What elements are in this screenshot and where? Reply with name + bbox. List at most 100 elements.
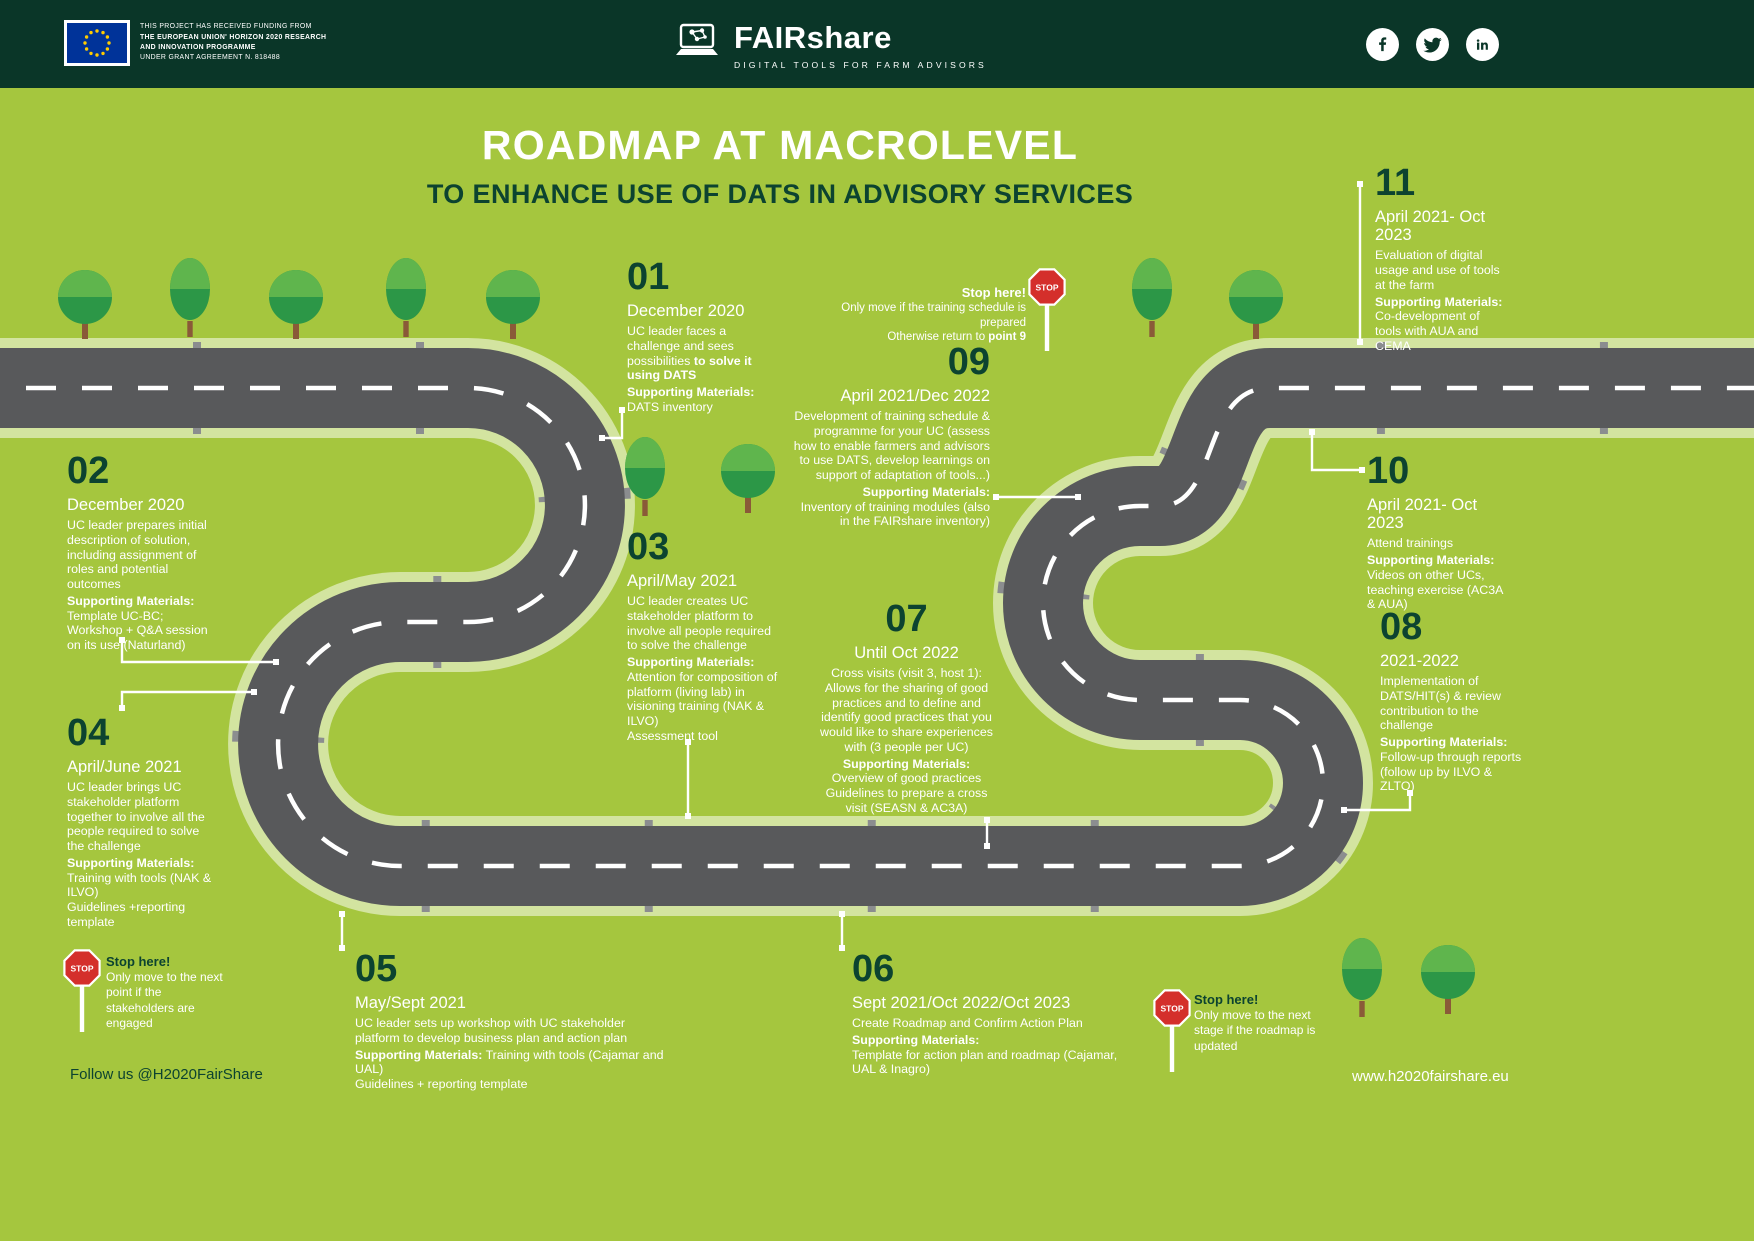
milestone-09-date: April 2021/Dec 2022 — [840, 387, 990, 405]
milestone-10-supporting: Supporting Materials:Videos on other UCs… — [1367, 553, 1503, 612]
tree — [58, 270, 112, 339]
page-title: ROADMAP AT MACROLEVEL — [481, 122, 1079, 168]
laptop-network-icon — [676, 23, 718, 55]
tree — [486, 270, 540, 339]
road-asphalt — [0, 348, 1754, 906]
social-links — [1366, 28, 1499, 61]
milestone-06: 06 Sept 2021/Oct 2022/Oct 2023 Create Ro… — [852, 950, 1132, 1079]
milestone-08-date: 2021-2022 — [1380, 652, 1459, 670]
connector-04 — [120, 690, 254, 708]
tree — [386, 258, 426, 337]
milestone-11-desc: Evaluation of digital usage and use of t… — [1375, 248, 1500, 292]
milestone-10: 10 April 2021- Oct 2023 Attend trainings… — [1367, 452, 1513, 614]
stop-note-stakeholders: Stop here! Only move to the next point i… — [106, 954, 230, 1031]
milestone-02: 02 December 2020 UC leader prepares init… — [67, 452, 219, 655]
milestone-01-number: 01 — [627, 256, 670, 298]
milestone-02-desc: UC leader prepares initial description o… — [67, 518, 207, 592]
milestone-03-number: 03 — [627, 526, 670, 568]
milestone-10-number: 10 — [1367, 450, 1410, 492]
connector-lines — [120, 184, 1412, 948]
tree — [269, 270, 323, 339]
fairshare-logo: FAIRshare DIGITAL TOOLS FOR FARM ADVISOR… — [672, 22, 987, 70]
milestone-09-supporting: Supporting Materials:Inventory of traini… — [800, 484, 990, 529]
eu-flag-icon — [64, 20, 130, 66]
tree — [170, 258, 210, 337]
stop-note-training-line1: Only move if the training schedule is pr… — [841, 302, 1026, 329]
milestone-03-date: April/May 2021 — [627, 572, 738, 590]
milestone-10-date: April 2021- Oct 2023 — [1367, 496, 1478, 533]
connector-01 — [602, 410, 624, 440]
milestone-06-date: Sept 2021/Oct 2022/Oct 2023 — [852, 994, 1071, 1012]
follow-us-text: Follow us @H2020FairShare — [70, 1066, 263, 1083]
milestone-08-desc: Implementation of DATS/HIT(s) & review c… — [1380, 674, 1501, 733]
stop-sign — [1153, 989, 1191, 1074]
milestone-04-date: April/June 2021 — [67, 758, 182, 776]
milestone-11-supporting: Supporting Materials: Co-development of … — [1375, 294, 1503, 353]
title-block: ROADMAP AT MACROLEVEL TO ENHANCE USE OF … — [255, 122, 1305, 210]
stop-note-training-line2: Otherwise return to point 9 — [887, 331, 1026, 344]
brand-tagline: DIGITAL TOOLS FOR FARM ADVISORS — [734, 60, 987, 70]
stop-sign — [63, 949, 101, 1034]
tree — [1229, 270, 1283, 339]
milestone-01-supporting: Supporting Materials:DATS inventory — [627, 385, 755, 414]
milestone-06-supporting: Supporting Materials:Template for action… — [852, 1032, 1118, 1077]
tree — [1342, 938, 1382, 1017]
twitter-icon[interactable] — [1416, 28, 1449, 61]
milestone-01-date: December 2020 — [627, 302, 745, 320]
milestone-09-desc: Development of training schedule & progr… — [793, 409, 990, 483]
milestone-02-supporting: Supporting Materials:Template UC-BC; Wor… — [67, 593, 208, 653]
milestone-03-supporting: Supporting Materials:Attention for compo… — [627, 655, 778, 743]
header-bar: This project has received funding from t… — [0, 0, 1754, 88]
page-subtitle: TO ENHANCE USE OF DATS IN ADVISORY SERVI… — [426, 179, 1134, 209]
stop-note-training: Stop here! Only move if the training sch… — [826, 285, 1026, 345]
tree — [1132, 258, 1172, 337]
stop-note-training-title: Stop here! — [961, 285, 1026, 300]
milestone-02-date: December 2020 — [67, 496, 185, 514]
road — [0, 338, 1754, 916]
connector-10 — [1310, 432, 1362, 472]
facebook-icon[interactable] — [1366, 28, 1399, 61]
milestone-06-number: 06 — [852, 948, 895, 990]
milestone-03: 03 April/May 2021 UC leader creates UC s… — [627, 528, 779, 746]
stop-note-roadmap: Stop here! Only move to the next stage i… — [1194, 992, 1316, 1054]
milestone-04: 04 April/June 2021 UC leader brings UC s… — [67, 714, 219, 932]
brand-text: FAIRshare DIGITAL TOOLS FOR FARM ADVISOR… — [734, 22, 987, 70]
milestone-01: 01 December 2020 UC leader faces a chall… — [627, 258, 777, 417]
milestone-04-supporting: Supporting Materials:Training with tools… — [67, 855, 212, 929]
eu-funding-text: This project has received funding from t… — [140, 23, 327, 62]
milestone-04-number: 04 — [67, 712, 110, 754]
milestone-11: 11 April 2021- Oct 2023 Evaluation of di… — [1375, 164, 1507, 356]
milestone-08-number: 08 — [1380, 606, 1423, 648]
milestone-02-number: 02 — [67, 450, 110, 492]
milestone-07-supporting: Supporting Materials:Overview of good pr… — [825, 756, 988, 815]
connector-08 — [1344, 793, 1412, 812]
milestone-08: 08 2021-2022 Implementation of DATS/HIT(… — [1380, 608, 1522, 796]
milestone-05-number: 05 — [355, 948, 398, 990]
eu-funding-block: This project has received funding from t… — [64, 20, 326, 66]
connector-dots — [119, 181, 1413, 951]
tree — [721, 444, 775, 513]
milestone-11-date: April 2021- Oct 2023 — [1375, 208, 1486, 245]
milestone-05-desc: UC leader sets up workshop with UC stake… — [355, 1016, 628, 1045]
milestone-01-desc: UC leader faces a challenge and sees pos… — [627, 324, 752, 383]
milestone-05-date: May/Sept 2021 — [355, 994, 466, 1012]
stop-sign — [1028, 268, 1066, 353]
milestone-05-supporting: Supporting Materials: Training with tool… — [355, 1047, 664, 1092]
stop-note-roadmap-text: Only move to the next stage if the roadm… — [1194, 1008, 1316, 1053]
stop-note-roadmap-title: Stop here! — [1194, 992, 1259, 1007]
connector-02 — [120, 640, 276, 664]
milestone-05: 05 May/Sept 2021 UC leader sets up works… — [355, 950, 665, 1094]
milestone-11-number: 11 — [1375, 162, 1416, 204]
stop-note-stakeholders-title: Stop here! — [106, 954, 171, 969]
milestone-04-desc: UC leader brings UC stakeholder platform… — [67, 780, 205, 854]
linkedin-icon[interactable] — [1466, 28, 1499, 61]
milestone-07-number: 07 — [885, 598, 928, 640]
milestone-09-number: 09 — [947, 341, 990, 383]
milestone-10-desc: Attend trainings — [1367, 536, 1454, 551]
milestone-09: 09 April 2021/Dec 2022 Development of tr… — [790, 343, 990, 531]
website-link[interactable]: www.h2020fairshare.eu — [1352, 1068, 1509, 1085]
milestone-07: 07 Until Oct 2022 Cross visits (visit 3,… — [814, 600, 999, 818]
milestone-06-desc: Create Roadmap and Confirm Action Plan — [852, 1016, 1083, 1031]
